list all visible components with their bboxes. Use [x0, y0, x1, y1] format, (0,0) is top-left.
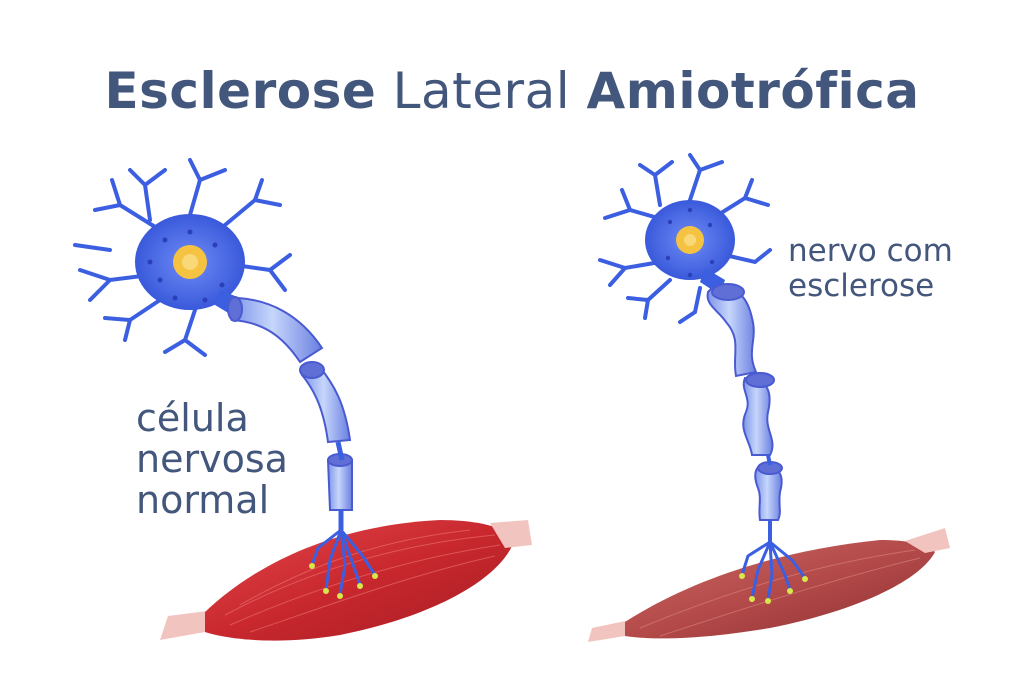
label-sclerosis-line1: nervo com [788, 233, 953, 269]
label-normal-line1: célula [136, 396, 249, 440]
title-part-lateral: Lateral [376, 62, 587, 120]
label-normal-line2: nervosa [136, 437, 288, 482]
label-normal-cell: célula nervosa normal [136, 396, 288, 523]
title-part-amiotrofica: Amiotrófica [586, 62, 920, 120]
label-sclerosis-line2: esclerose [788, 267, 935, 304]
title-part-esclerose: Esclerose [104, 62, 377, 120]
label-sclerosis-nerve: nervo com esclerose [788, 234, 953, 303]
neuron-normal-icon [73, 158, 378, 599]
neuron-sclerosis-icon [598, 153, 808, 604]
muscle-atrophied-icon [588, 528, 950, 642]
page-title: Esclerose Lateral Amiotrófica [0, 62, 1024, 120]
label-normal-line3: normal [136, 478, 270, 523]
